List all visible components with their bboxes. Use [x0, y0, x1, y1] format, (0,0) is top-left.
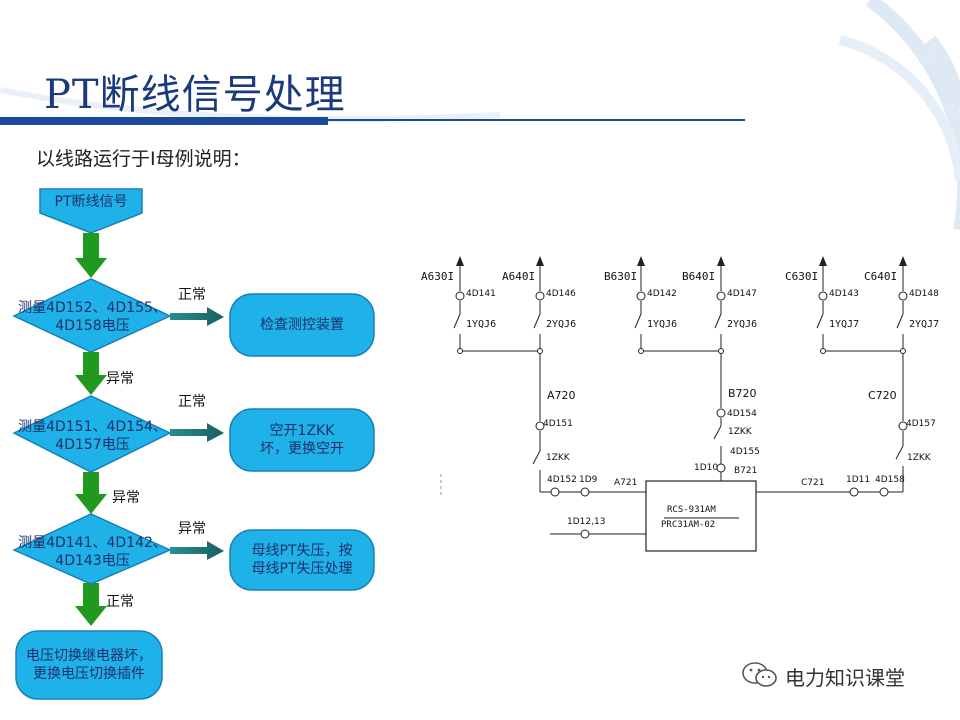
label-b720: B720	[728, 387, 757, 400]
decision-1-line2: 4D158电压	[55, 318, 130, 334]
decision-1-label: 测量4D152、4D155、 4D158电压	[10, 298, 175, 336]
label-a720: A720	[547, 389, 576, 402]
edge-label-abnormal-3: 异常	[178, 521, 206, 537]
end-line1: 电压切换继电器坏，	[26, 648, 152, 664]
label-c630i: C630I	[785, 270, 819, 283]
start-node	[39, 188, 143, 234]
label-1zkk-a: 1ZKK	[546, 453, 570, 463]
terminal-markers	[455, 291, 908, 539]
wechat-icon	[742, 662, 777, 687]
device-model-1: RCS-931AM	[667, 505, 716, 515]
label-1yqj6-a: 1YQJ6	[466, 319, 497, 330]
action-3-line2: 母线PT失压处理	[251, 561, 353, 577]
label-1d12-13: 1D12,13	[567, 517, 606, 527]
label-c720: C720	[868, 389, 897, 402]
decision-2-line2: 4D157电压	[55, 437, 130, 453]
label-4d148: 4D148	[909, 289, 939, 299]
action-3-label: 母线PT失压，按 母线PT失压处理	[230, 530, 374, 590]
label-2yqj7: 2YQJ7	[909, 319, 940, 330]
title-underline-accent	[0, 117, 328, 125]
action-box-2	[229, 408, 375, 472]
end-box	[15, 630, 163, 700]
label-1d9: 1D9	[579, 475, 598, 485]
label-b630i: B630I	[604, 270, 638, 283]
label-4d141: 4D141	[466, 289, 496, 299]
action-1-label: 检查测控装置	[260, 317, 344, 333]
schematic-drawing	[440, 256, 908, 552]
label-c640i: C640I	[864, 270, 898, 283]
watermark-text: 电力知识课堂	[785, 666, 905, 690]
edge-label-normal-3: 正常	[106, 594, 134, 610]
label-4d147: 4D147	[727, 289, 757, 299]
label-4d154: 4D154	[727, 409, 757, 419]
label-4d143: 4D143	[829, 289, 859, 299]
label-4d146: 4D146	[546, 289, 576, 299]
action-box-3	[229, 529, 375, 591]
label-1d10: 1D10	[694, 463, 719, 473]
down-arrow-4	[75, 583, 107, 626]
decision-1-line1: 测量4D152、4D155、	[18, 300, 167, 316]
action-2-label: 空开1ZKK 坏，更换空开	[230, 409, 374, 471]
edge-label-normal-2: 正常	[178, 394, 206, 410]
edge-label-abnormal-1: 异常	[106, 371, 134, 387]
label-a721: A721	[614, 478, 638, 488]
decision-2-label: 测量4D151、4D154、 4D157电压	[10, 417, 175, 455]
circuit-schematic: A630I A640I B630I B640I C630I C640I 4D14…	[409, 256, 939, 558]
edge-label-normal-1: 正常	[178, 287, 206, 303]
label-1zkk-c: 1ZKK	[907, 453, 931, 463]
label-4d155: 4D155	[730, 447, 760, 457]
end-line2: 更换电压切换插件	[33, 666, 145, 682]
label-1d11: 1D11	[846, 475, 871, 485]
label-c721: C721	[801, 478, 825, 488]
decision-3-label: 测量4D141、4D142、 4D143电压	[10, 533, 175, 571]
title-underline	[0, 119, 745, 121]
right-arrow-1	[170, 307, 224, 326]
label-4d152: 4D152	[547, 475, 577, 485]
down-arrows	[75, 233, 107, 626]
end-label: 电压切换继电器坏， 更换电压切换插件	[16, 631, 162, 699]
down-arrow-1	[75, 233, 107, 278]
decision-3-line2: 4D143电压	[55, 553, 130, 569]
edge-label-abnormal-2: 异常	[112, 490, 140, 506]
page-title: PT断线信号处理	[44, 72, 346, 118]
device-model-2: PRC31AM-02	[661, 520, 716, 530]
label-4d142: 4D142	[647, 289, 677, 299]
label-a640i: A640I	[502, 270, 536, 283]
subtitle: 以线路运行于I母例说明：	[36, 148, 251, 170]
label-4d151: 4D151	[543, 419, 573, 429]
label-2yqj6-b: 2YQJ6	[727, 319, 758, 330]
label-4d157: 4D157	[906, 419, 936, 429]
decision-2-line1: 测量4D151、4D154、	[18, 419, 167, 435]
action-3-line1: 母线PT失压，按	[251, 543, 353, 559]
action-2-line1: 空开1ZKK	[269, 423, 335, 439]
down-arrow-3	[75, 472, 107, 514]
action-2-line2: 坏，更换空开	[260, 441, 344, 457]
label-1yqj6-b: 1YQJ6	[647, 319, 678, 330]
action-box-1	[229, 293, 375, 357]
right-arrow-2	[170, 423, 224, 442]
label-a630i: A630I	[421, 270, 455, 283]
label-b640i: B640I	[682, 270, 716, 283]
label-1zkk-b: 1ZKK	[728, 427, 752, 437]
down-arrow-2	[75, 352, 107, 395]
label-2yqj6-a: 2YQJ6	[546, 319, 577, 330]
label-4d158: 4D158	[875, 475, 905, 485]
label-b721: B721	[734, 466, 758, 476]
start-node-label: PT断线信号	[54, 194, 128, 210]
label-1yqj7: 1YQJ7	[829, 319, 860, 330]
right-arrow-3	[170, 541, 224, 560]
decision-3-line1: 测量4D141、4D142、	[18, 535, 167, 551]
